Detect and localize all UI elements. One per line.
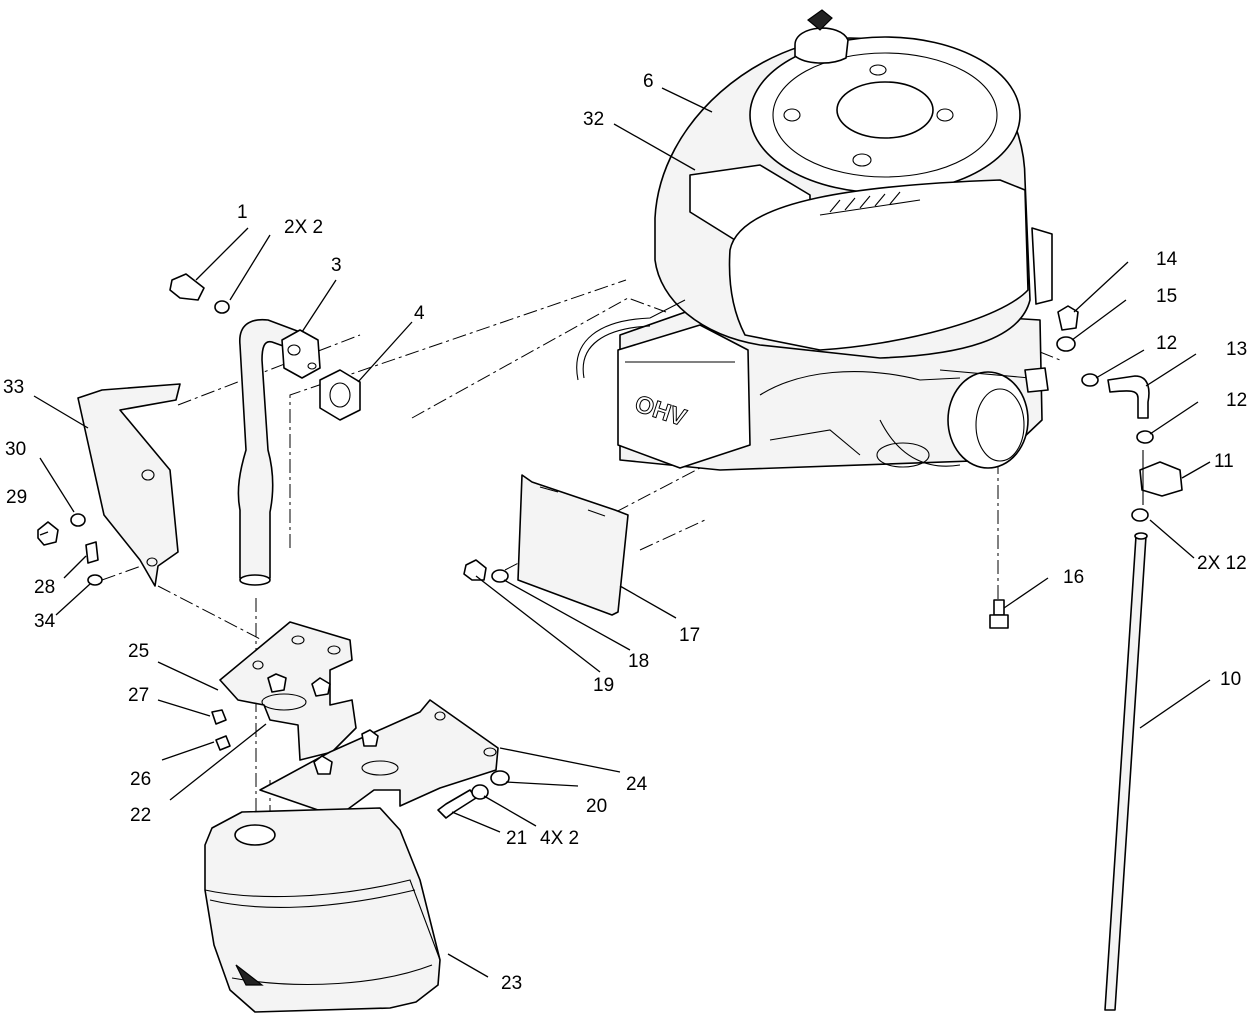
left-hardware (37, 513, 103, 586)
callout-20: 20 (586, 796, 608, 817)
callout-15: 15 (1156, 286, 1178, 307)
callout-3: 3 (331, 255, 342, 276)
callout-26: 26 (130, 769, 152, 790)
callout-30: 30 (5, 439, 27, 460)
heat-shield (77, 383, 181, 587)
right-bracket-hardware (437, 770, 510, 819)
bracket-bolts (211, 673, 379, 775)
callout-18: 18 (628, 651, 650, 672)
callout-14: 14 (1156, 249, 1178, 270)
engine: OHV (576, 9, 1053, 471)
gasket (319, 369, 361, 421)
callout-24: 24 (626, 774, 648, 795)
callout-12-middle: 12 (1226, 390, 1248, 411)
callout-13: 13 (1226, 339, 1248, 360)
callout-16: 16 (1063, 567, 1085, 588)
callout-21: 21 (506, 828, 528, 849)
leader-lines (33, 87, 1211, 978)
callout-33: 33 (3, 377, 25, 398)
bolt-16 (989, 599, 1009, 629)
callout-27: 27 (128, 685, 150, 706)
callout-29: 29 (6, 487, 28, 508)
callout-4: 4 (414, 303, 425, 324)
callout-28: 28 (34, 577, 56, 598)
callout-32: 32 (583, 109, 605, 130)
callout-22: 22 (130, 805, 152, 826)
callout-6: 6 (643, 71, 654, 92)
bolt-and-washer (169, 273, 230, 314)
callout-2x-2-upper: 2X 2 (284, 217, 324, 238)
callout-17: 17 (679, 625, 701, 646)
callout-12-upper: 12 (1156, 333, 1178, 354)
callout-19: 19 (593, 675, 615, 696)
callout-11: 11 (1214, 451, 1234, 472)
muffler (204, 807, 441, 1013)
exhaust-pipe (237, 318, 321, 586)
callout-2x-12: 2X 12 (1197, 553, 1247, 574)
callout-25: 25 (128, 641, 150, 662)
callout-10: 10 (1220, 669, 1242, 690)
shield-plate (463, 474, 629, 616)
muffler-bracket-upper (219, 621, 357, 761)
callout-1: 1 (237, 202, 248, 223)
callout-34: 34 (34, 611, 56, 632)
fuel-components (1056, 305, 1183, 1011)
callout-23: 23 (501, 973, 523, 994)
callout-4x-2: 4X 2 (540, 828, 580, 849)
